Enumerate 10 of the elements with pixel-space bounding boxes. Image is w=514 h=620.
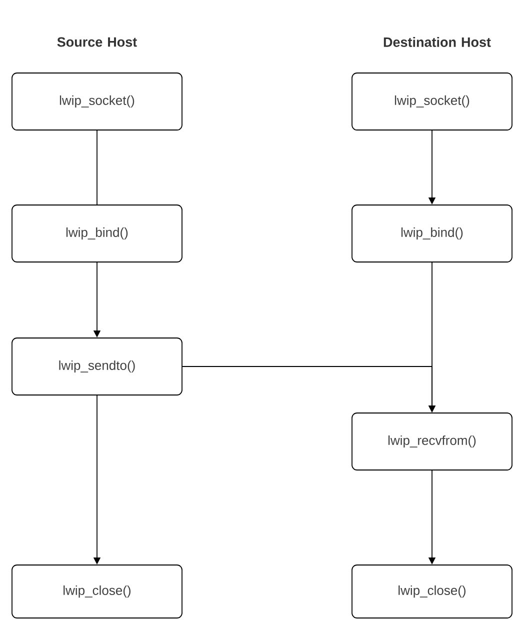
process-box: lwip_close() [352,564,512,618]
process-box: lwip_socket() [352,72,512,130]
process-box: lwip_recvfrom() [352,412,512,470]
process-box: lwip_bind() [12,204,182,262]
process-box: lwip_socket() [12,72,182,130]
process-box: lwip_bind() [352,204,512,262]
process-box: lwip_sendto() [12,338,182,396]
column-heading: Source Host [57,37,137,47]
column-heading: Destination Host [384,37,491,47]
process-box: lwip_close() [12,564,182,618]
